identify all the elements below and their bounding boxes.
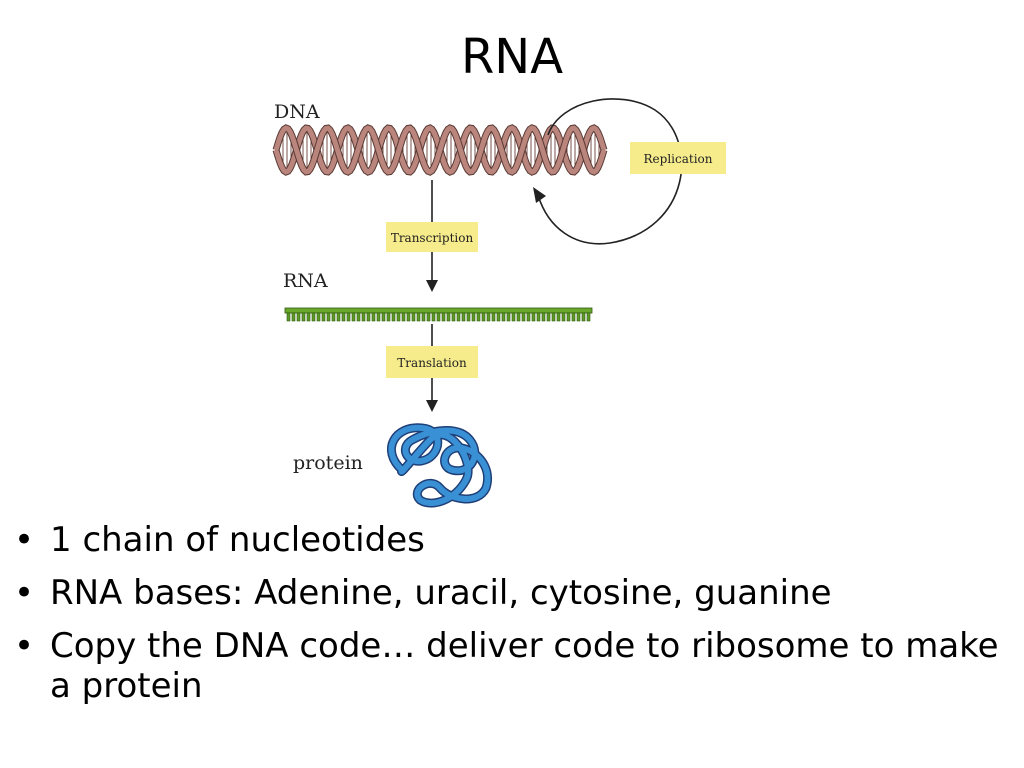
translation-label: Translation — [397, 356, 467, 370]
rna-backbone — [284, 307, 593, 314]
protein-label: protein — [293, 452, 363, 474]
rna-base — [546, 312, 551, 322]
bullet-dot-icon: • — [14, 572, 35, 613]
transcription-arrowhead-icon — [426, 280, 438, 292]
bullet-text: Copy the DNA code… deliver code to ribos… — [50, 625, 999, 707]
rna-base — [456, 312, 461, 322]
rna-base — [336, 312, 341, 322]
rna-base — [371, 312, 376, 322]
rna-base — [521, 312, 526, 322]
rna-base — [396, 312, 401, 322]
bullet-dot-icon: • — [14, 625, 35, 666]
rna-base — [581, 312, 586, 322]
rna-base — [361, 312, 366, 322]
rna-base — [381, 312, 386, 322]
rna-base — [481, 312, 486, 322]
rna-base — [441, 312, 446, 322]
rna-base — [586, 312, 591, 322]
bullet-item: • Copy the DNA code… deliver code to rib… — [14, 626, 1004, 708]
rna-base — [401, 312, 406, 322]
rna-base — [516, 312, 521, 322]
bullet-item: • 1 chain of nucleotides — [14, 520, 1004, 561]
rna-base — [301, 312, 306, 322]
translation-label-box — [386, 346, 478, 378]
rna-base — [331, 312, 336, 322]
rna-base — [526, 312, 531, 322]
rna-base — [566, 312, 571, 322]
dna-helix-icon — [272, 124, 608, 176]
rna-base — [316, 312, 321, 322]
rna-base — [461, 312, 466, 322]
rna-base — [346, 312, 351, 322]
rna-base — [551, 312, 556, 322]
rna-base — [356, 312, 361, 322]
rna-base — [531, 312, 536, 322]
rna-base — [406, 312, 411, 322]
rna-base — [296, 312, 301, 322]
bullet-item: • RNA bases: Adenine, uracil, cytosine, … — [14, 573, 1004, 614]
bullet-text: RNA bases: Adenine, uracil, cytosine, gu… — [50, 572, 832, 613]
rna-base — [426, 312, 431, 322]
rna-base — [311, 312, 316, 322]
transcription-label: Transcription — [391, 231, 474, 245]
rna-base — [286, 312, 291, 322]
rna-base — [391, 312, 396, 322]
rna-base — [436, 312, 441, 322]
transcription-label-box — [386, 222, 478, 252]
bullet-text: 1 chain of nucleotides — [50, 520, 425, 560]
replication-arrowhead-icon — [533, 187, 546, 203]
rna-label: RNA — [283, 270, 328, 292]
rna-base — [341, 312, 346, 322]
rna-base — [416, 312, 421, 322]
rna-base — [376, 312, 381, 322]
replication-label: Replication — [644, 152, 713, 166]
rna-base — [486, 312, 491, 322]
rna-base — [476, 312, 481, 322]
dna-label: DNA — [274, 101, 320, 123]
rna-base — [576, 312, 581, 322]
slide-title: RNA — [460, 29, 564, 85]
rna-base — [466, 312, 471, 322]
rna-strand-icon — [284, 307, 593, 322]
rna-base — [421, 312, 426, 322]
rna-base — [506, 312, 511, 322]
replication-cycle-arrow-icon — [537, 98, 683, 245]
rna-base — [386, 312, 391, 322]
bullet-dot-icon: • — [14, 520, 35, 560]
rna-base — [561, 312, 566, 322]
rna-base — [501, 312, 506, 322]
rna-base — [536, 312, 541, 322]
rna-base — [471, 312, 476, 322]
rna-base — [491, 312, 496, 322]
rna-base — [541, 312, 546, 322]
rna-base — [556, 312, 561, 322]
rna-base — [366, 312, 371, 322]
rna-base — [446, 312, 451, 322]
rna-base — [411, 312, 416, 322]
rna-base — [291, 312, 296, 322]
rna-base — [326, 312, 331, 322]
rna-base — [451, 312, 456, 322]
rna-base — [496, 312, 501, 322]
rna-base — [431, 312, 436, 322]
rna-base — [511, 312, 516, 322]
replication-label-box — [630, 142, 726, 174]
rna-base — [306, 312, 311, 322]
dna-backbone — [273, 125, 607, 175]
rna-base — [571, 312, 576, 322]
translation-arrowhead-icon — [426, 400, 438, 412]
bullet-list: • 1 chain of nucleotides • RNA bases: Ad… — [14, 520, 1004, 719]
protein-icon — [387, 423, 492, 508]
rna-base — [351, 312, 356, 322]
rna-base — [321, 312, 326, 322]
central-dogma-diagram: DNA Replication Transcription RNA Transl… — [272, 98, 726, 508]
